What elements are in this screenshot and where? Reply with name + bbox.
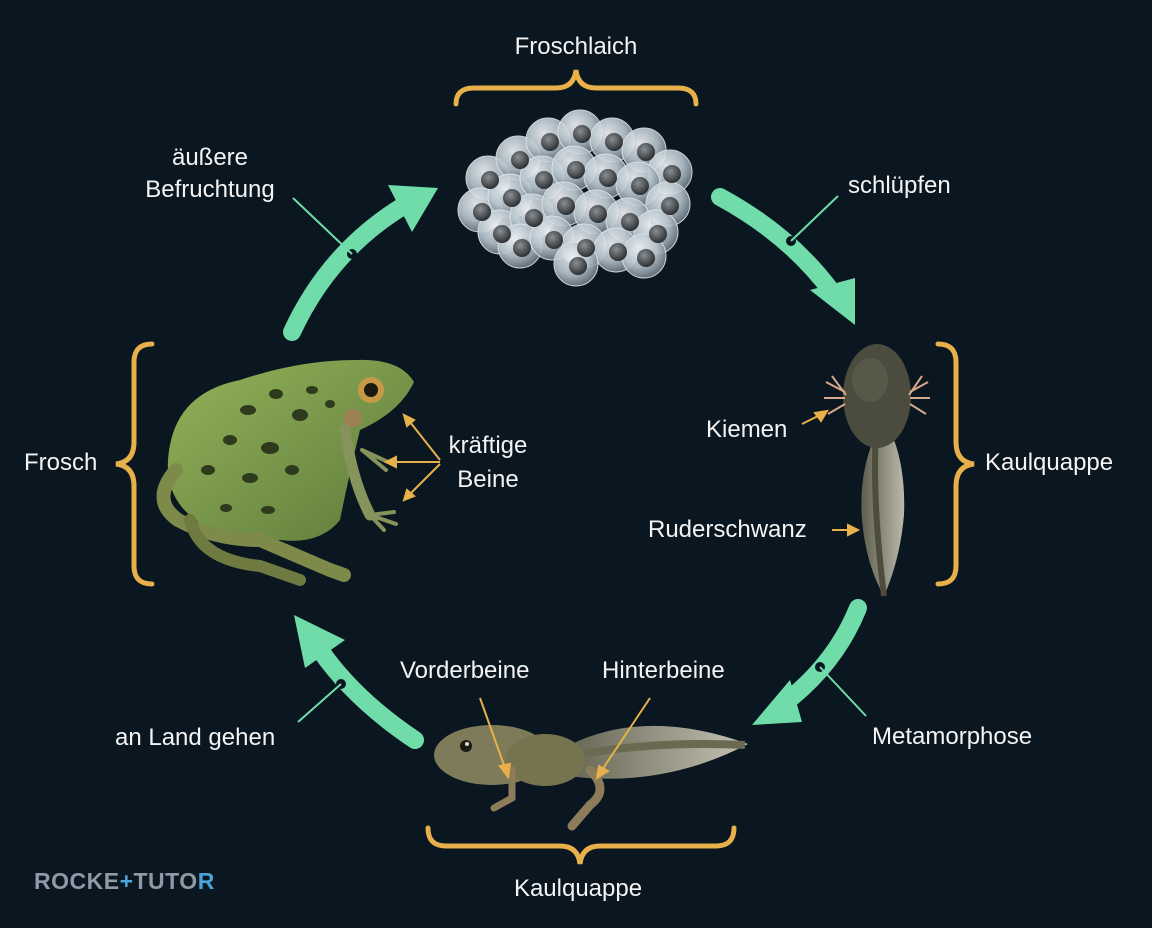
label-fertilization-line1: äußere [171,144,249,171]
label-tadpole-right: Kaulquappe [985,449,1114,476]
label-hind-legs: Hinterbeine [602,657,725,684]
egg-yolk [503,189,521,207]
arrow-hatch [711,188,855,325]
label-frog: Frosch [24,449,98,476]
brace-tadpole-bottom [425,825,737,865]
gills-left [824,375,847,415]
tadpole-illustration-right [824,344,930,597]
label-gills: Kiemen [706,416,788,443]
logo-text-3: R [197,868,215,894]
transition-leader-lines [292,195,867,723]
egg-yolk [513,239,531,257]
egg-yolk [557,197,575,215]
label-spawn: Froschlaich [514,33,638,60]
annotation-pointers [383,409,861,781]
egg-yolk [621,213,639,231]
label-metamorphosis: Metamorphose [872,723,1033,750]
egg-yolk [661,197,679,215]
arrow-metamorphosis [752,599,867,725]
frog-spawn-illustration [457,109,693,287]
egg-yolk [573,125,591,143]
egg-yolk [545,231,563,249]
egg-yolk [599,169,617,187]
label-strong-legs-line1: kräftige [448,432,528,459]
egg-yolk [535,171,553,189]
label-land: an Land gehen [115,724,276,751]
brace-tadpole-right [935,341,975,587]
logo-text-2: TUTO [133,868,198,894]
arrow-fertilization [283,185,438,341]
frog-spots [201,386,335,514]
egg-yolk [481,171,499,189]
brand-logo: ROCKE+TUTOR [34,868,215,895]
egg-yolk [569,257,587,275]
label-tadpole-bottom: Kaulquappe [513,875,643,902]
egg-yolk [577,239,595,257]
egg-yolk [567,161,585,179]
brace-frog [115,341,155,587]
egg-yolk [605,133,623,151]
egg-yolk [637,143,655,161]
tadpole-with-legs-illustration [434,725,748,831]
egg-yolk [511,151,529,169]
logo-plus: + [119,868,134,894]
brace-spawn [453,69,699,107]
egg-yolk [649,225,667,243]
egg-yolk [631,177,649,195]
arrow-land [294,615,424,749]
label-fertilization-line2: Befruchtung [145,176,275,203]
egg-yolk [589,205,607,223]
egg-yolk [525,209,543,227]
egg-yolk [637,249,655,267]
stage-braces [115,69,975,865]
label-rudder-tail: Ruderschwanz [648,516,807,543]
gills-right [908,375,930,415]
egg-yolk [493,225,511,243]
label-hatch: schlüpfen [848,172,951,199]
egg-yolk [663,165,681,183]
egg-yolk [473,203,491,221]
frog-illustration [156,359,414,586]
logo-text-1: ROCKE [34,868,120,894]
label-front-legs: Vorderbeine [400,657,530,684]
egg-yolk [609,243,627,261]
egg-yolk [541,133,559,151]
label-strong-legs-line2: Beine [457,466,519,493]
